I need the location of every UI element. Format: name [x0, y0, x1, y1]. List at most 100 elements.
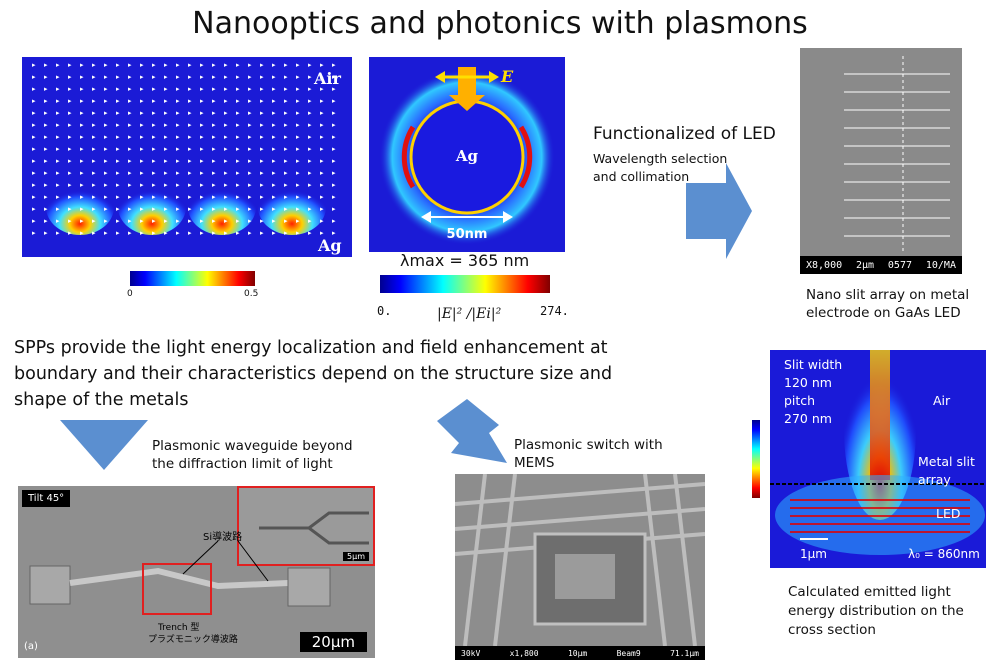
field-vector: ▸ — [152, 181, 156, 189]
field-vector: ▸ — [236, 73, 240, 81]
field-hotspot — [46, 179, 114, 235]
field-vector: ▸ — [164, 145, 168, 153]
field-vector: ▸ — [284, 157, 288, 165]
field-vector: ▸ — [236, 85, 240, 93]
field-vector: ▸ — [68, 85, 72, 93]
field-vector: ▸ — [284, 121, 288, 129]
field-vector: ▸ — [152, 133, 156, 141]
field-vector: ▸ — [296, 133, 300, 141]
field-vector: ▸ — [236, 193, 240, 201]
field-vector: ▸ — [80, 169, 84, 177]
field-vector: ▸ — [296, 157, 300, 165]
field-vector: ▸ — [152, 73, 156, 81]
field-vector: ▸ — [188, 121, 192, 129]
field-vector: ▸ — [128, 205, 132, 213]
field-vector: ▸ — [140, 181, 144, 189]
field-vector: ▸ — [32, 109, 36, 117]
field-vector: ▸ — [140, 121, 144, 129]
field-vector: ▸ — [260, 205, 264, 213]
field-vector: ▸ — [320, 61, 324, 69]
field-vector: ▸ — [152, 229, 156, 237]
sim-scale-label: 1µm — [800, 547, 827, 561]
field-vector: ▸ — [236, 229, 240, 237]
field-vector: ▸ — [284, 145, 288, 153]
field-vector: ▸ — [272, 229, 276, 237]
field-vector: ▸ — [56, 169, 60, 177]
field-vector: ▸ — [308, 217, 312, 225]
field-vector: ▸ — [212, 169, 216, 177]
field-vector: ▸ — [44, 229, 48, 237]
field-vector: ▸ — [200, 157, 204, 165]
field-vector: ▸ — [236, 97, 240, 105]
field-vector: ▸ — [284, 181, 288, 189]
nano-slit-sem-image: X8,000 2µm 0577 10/MA — [800, 48, 962, 274]
field-vector: ▸ — [32, 181, 36, 189]
field-vector: ▸ — [260, 109, 264, 117]
field-vector: ▸ — [248, 205, 252, 213]
field-vector: ▸ — [248, 181, 252, 189]
field-vector: ▸ — [80, 205, 84, 213]
air-label: Air — [313, 69, 341, 88]
field-vector: ▸ — [332, 97, 336, 105]
field-vector: ▸ — [128, 133, 132, 141]
field-vector: ▸ — [68, 133, 72, 141]
field-vector: ▸ — [224, 97, 228, 105]
field-vector: ▸ — [272, 181, 276, 189]
field-vector: ▸ — [260, 73, 264, 81]
field-vector: ▸ — [116, 181, 120, 189]
field-vector: ▸ — [140, 73, 144, 81]
pitch-value: 270 nm — [784, 411, 832, 426]
field-vector: ▸ — [44, 97, 48, 105]
sim-caption-1: Calculated emitted light — [788, 584, 951, 600]
field-vector: ▸ — [320, 169, 324, 177]
colorbar-2-min: 0. — [377, 304, 392, 318]
field-vector: ▸ — [200, 85, 204, 93]
field-vector: ▸ — [248, 217, 252, 225]
waveguide-caption-2: the diffraction limit of light — [152, 456, 333, 472]
field-vector: ▸ — [176, 121, 180, 129]
mems-sem-image: 30kV x1,800 10µm Beam9 71.1µm — [455, 474, 705, 660]
field-vector: ▸ — [140, 109, 144, 117]
nanoparticle-field-map: Ag E 50nm — [369, 57, 565, 252]
field-vector: ▸ — [92, 73, 96, 81]
inset-image: 5µm — [237, 486, 375, 566]
slit-width-value: 120 nm — [784, 375, 832, 390]
field-vector: ▸ — [260, 97, 264, 105]
field-vector: ▸ — [224, 145, 228, 153]
field-vector: ▸ — [188, 157, 192, 165]
led-line-1: Wavelength selection — [593, 151, 728, 166]
field-vector: ▸ — [128, 97, 132, 105]
field-vector: ▸ — [128, 181, 132, 189]
field-vector: ▸ — [152, 217, 156, 225]
field-vector: ▸ — [80, 193, 84, 201]
field-vector: ▸ — [92, 145, 96, 153]
field-vector: ▸ — [104, 193, 108, 201]
field-vector: ▸ — [56, 61, 60, 69]
field-vector: ▸ — [128, 85, 132, 93]
mems-width: 71.1µm — [670, 648, 699, 658]
field-vector: ▸ — [44, 181, 48, 189]
field-vector: ▸ — [80, 133, 84, 141]
field-vector: ▸ — [140, 205, 144, 213]
field-vector: ▸ — [224, 85, 228, 93]
field-vector: ▸ — [248, 85, 252, 93]
field-vector: ▸ — [44, 85, 48, 93]
field-vector: ▸ — [80, 229, 84, 237]
field-vector: ▸ — [56, 193, 60, 201]
field-vector: ▸ — [116, 85, 120, 93]
field-vector: ▸ — [44, 73, 48, 81]
field-vector: ▸ — [320, 193, 324, 201]
field-vector: ▸ — [236, 133, 240, 141]
field-vector: ▸ — [116, 133, 120, 141]
field-vector: ▸ — [224, 121, 228, 129]
sem-scale: 2µm — [855, 259, 875, 271]
field-vector: ▸ — [308, 85, 312, 93]
field-vector: ▸ — [200, 169, 204, 177]
field-vector: ▸ — [140, 157, 144, 165]
field-vector: ▸ — [284, 109, 288, 117]
field-vector: ▸ — [296, 217, 300, 225]
right-arrow-icon — [686, 163, 752, 259]
field-vector: ▸ — [224, 205, 228, 213]
field-vector: ▸ — [140, 85, 144, 93]
field-vector: ▸ — [128, 121, 132, 129]
